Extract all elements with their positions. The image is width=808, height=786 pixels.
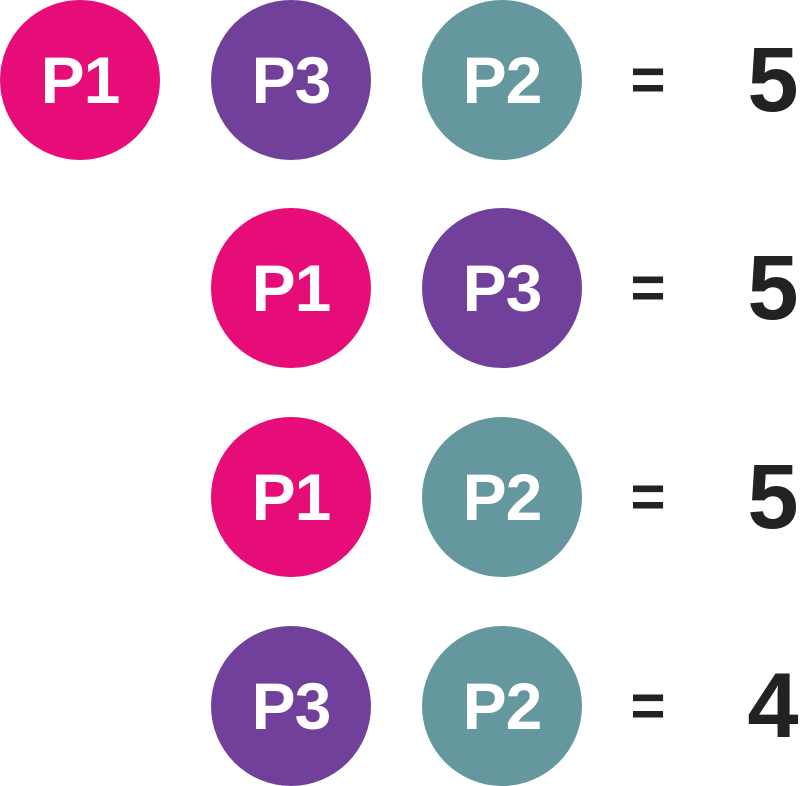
player-circle: P2 — [422, 626, 582, 786]
equals-sign: = — [630, 46, 666, 113]
equation-row-4: P3 P2 = 4 — [0, 626, 808, 786]
player-circle: P2 — [422, 417, 582, 577]
equation-row-2: P1 P3 = 5 — [0, 208, 808, 368]
player-circle: P3 — [211, 626, 371, 786]
player-circle: P2 — [422, 0, 582, 160]
player-circle: P1 — [0, 0, 160, 160]
result-value: 5 — [747, 237, 799, 339]
equation-row-3: P1 P2 = 5 — [0, 417, 808, 577]
player-circle: P3 — [211, 0, 371, 160]
player-circle: P1 — [211, 208, 371, 368]
result-value: 4 — [747, 655, 799, 757]
result-value: 5 — [747, 446, 799, 548]
equals-sign: = — [630, 463, 666, 530]
result-value: 5 — [747, 29, 799, 131]
equation-row-1: P1 P3 P2 = 5 — [0, 0, 808, 160]
equals-sign: = — [630, 672, 666, 739]
equals-sign: = — [630, 254, 666, 321]
player-circle: P1 — [211, 417, 371, 577]
player-circle: P3 — [422, 208, 582, 368]
